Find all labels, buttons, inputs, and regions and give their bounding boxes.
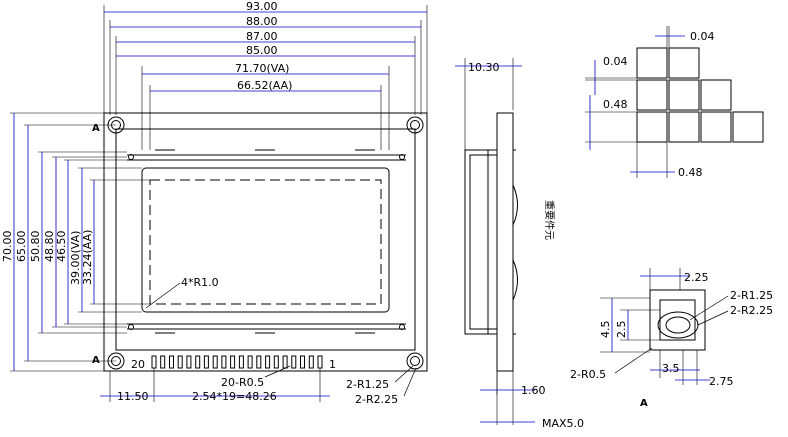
dim-max-height: MAX5.0 xyxy=(542,417,584,430)
hole-detail: 2.25 2-R1.25 2-R2.25 4.5 2.5 2-R0.5 3.5 … xyxy=(570,268,773,409)
pixel-detail: 0.04 0.04 0.48 0.48 xyxy=(585,26,764,179)
pin xyxy=(160,355,166,369)
detail-marker-bottom: A xyxy=(92,355,100,366)
pixel-gap-left: 0.04 xyxy=(603,55,628,68)
hole-width-top: 2.25 xyxy=(684,271,709,284)
dim-hole-r2: 2-R2.25 xyxy=(355,393,398,406)
pin xyxy=(186,355,192,369)
dim-pin-pitch: 2.54*19=48.26 xyxy=(192,390,277,403)
hole-height-2: 2.5 xyxy=(615,321,628,339)
dim-width-glass: 85.00 xyxy=(246,44,278,57)
pixel-gap-top: 0.04 xyxy=(690,30,715,43)
pixel-dot-width: 0.48 xyxy=(678,166,703,179)
hole-r-outer-2: 2-R2.25 xyxy=(730,304,773,317)
dim-width-holes: 87.00 xyxy=(246,30,278,43)
corner-radius-label: 4*R1.0 xyxy=(181,276,219,289)
component-note: 重要件元 xyxy=(543,200,556,240)
pin xyxy=(151,355,157,369)
pin xyxy=(273,355,279,369)
pin xyxy=(221,355,227,369)
pin xyxy=(177,355,183,369)
hole-height-1: 4.5 xyxy=(599,321,612,339)
pin xyxy=(256,355,262,369)
pin xyxy=(238,355,244,369)
detail-marker-top: A xyxy=(92,123,100,134)
hole-width-1: 3.5 xyxy=(662,362,680,375)
pin xyxy=(230,355,236,369)
dim-height-aa: 33.24(AA) xyxy=(81,230,94,285)
pin-label-right: 1 xyxy=(329,358,336,371)
dim-height-inner: 46.50 xyxy=(55,231,68,263)
pin xyxy=(300,355,305,369)
hole-detail-label: A xyxy=(640,398,648,409)
pixel-dot-height: 0.48 xyxy=(603,98,628,111)
pin xyxy=(308,355,314,369)
dim-height-glass2: 48.80 xyxy=(43,231,56,263)
hole-corner-radius: 2-R0.5 xyxy=(570,368,606,381)
pin xyxy=(282,355,288,369)
dim-height-outer: 70.00 xyxy=(1,231,14,263)
front-view: 93.00 88.00 87.00 85.00 71.70(VA) 66.52(… xyxy=(1,0,428,406)
pin xyxy=(169,355,174,369)
dim-pin-offset: 11.50 xyxy=(117,390,149,403)
dim-width-outer: 93.00 xyxy=(246,0,278,13)
dim-height-pcb: 65.00 xyxy=(15,231,28,263)
dim-height-va: 39.00(VA) xyxy=(69,231,82,285)
pin xyxy=(203,355,209,369)
dim-thickness-total: 10.30 xyxy=(468,61,500,74)
dim-width-pcb: 88.00 xyxy=(246,15,278,28)
dim-pin-radius: 20-R0.5 xyxy=(221,376,264,389)
dim-height-glass: 50.80 xyxy=(29,231,42,263)
dim-hole-r1: 2-R1.25 xyxy=(346,378,389,391)
pin xyxy=(317,355,323,369)
pin xyxy=(291,355,297,369)
hole-width-2: 2.75 xyxy=(709,375,734,388)
pin-label-left: 20 xyxy=(131,358,145,371)
pin xyxy=(212,355,218,369)
side-view: 10.30 重要件元 1.60 MAX5.0 xyxy=(455,58,584,430)
pin xyxy=(265,355,271,369)
pin-row xyxy=(151,355,323,369)
dim-width-va: 71.70(VA) xyxy=(235,62,289,75)
dim-pcb-thickness: 1.60 xyxy=(521,384,546,397)
pin xyxy=(195,355,201,369)
dim-width-aa: 66.52(AA) xyxy=(237,79,292,92)
hole-r-outer-1: 2-R1.25 xyxy=(730,289,773,302)
pin xyxy=(247,355,253,369)
